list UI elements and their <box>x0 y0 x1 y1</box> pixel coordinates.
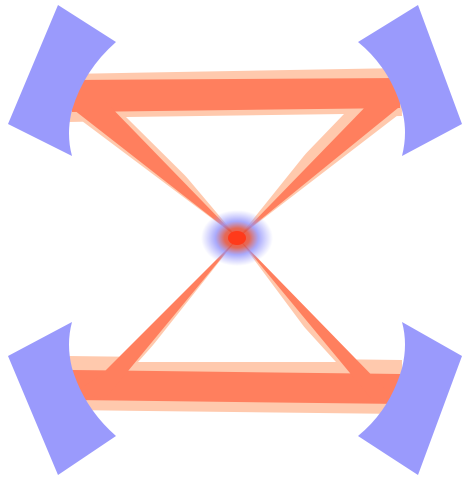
top-beam <box>72 78 400 112</box>
focal-spot <box>201 210 273 266</box>
lower-gap <box>138 252 336 362</box>
